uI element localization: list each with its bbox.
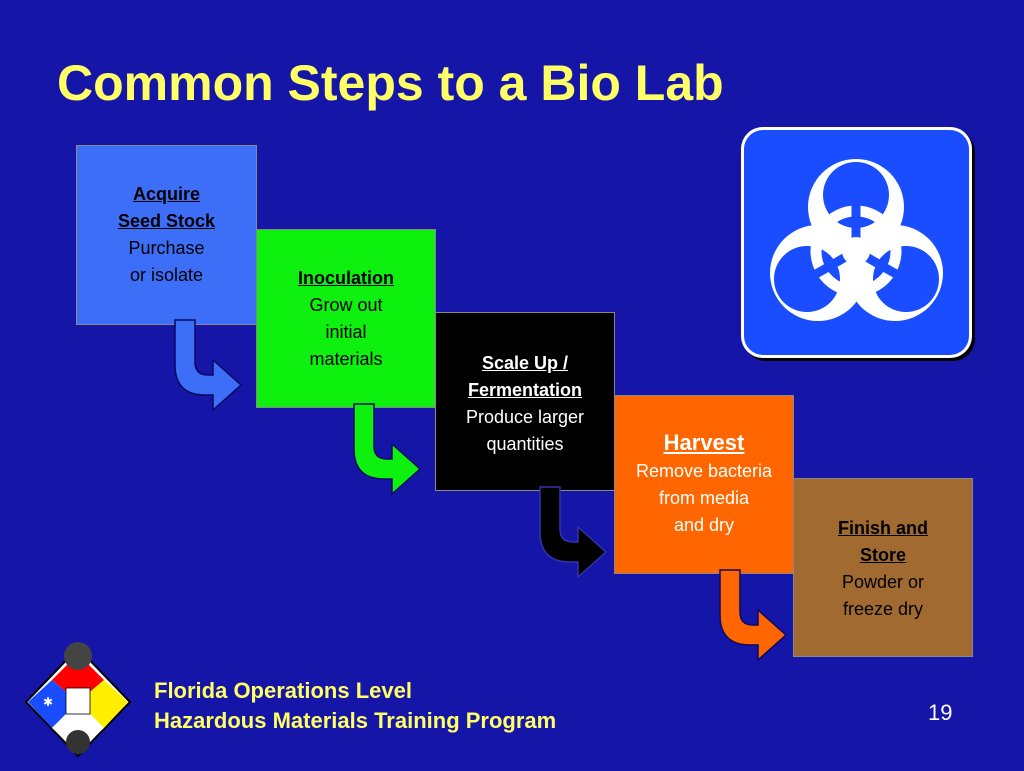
footer-line: Hazardous Materials Training Program xyxy=(154,708,557,733)
step-heading: Scale Up /Fermentation xyxy=(467,353,582,400)
step-heading: Inoculation xyxy=(298,268,394,288)
flow-arrow-icon xyxy=(353,403,422,496)
slide-title: Common Steps to a Bio Lab xyxy=(57,55,724,111)
flow-arrow-icon xyxy=(719,569,788,662)
footer-program-name: Florida Operations Level Hazardous Mater… xyxy=(154,676,556,736)
flow-arrow-icon xyxy=(539,486,608,579)
step-description: Purchase or isolate xyxy=(128,238,205,285)
biohazard-symbol-icon xyxy=(741,127,972,358)
step-description: Grow out initial materials xyxy=(309,295,383,369)
step-description: Powder or freeze dry xyxy=(841,572,925,619)
step-scale-up-fermentation: Scale Up /Fermentation Produce larger qu… xyxy=(435,312,615,491)
program-logo: ✱ xyxy=(18,636,138,766)
svg-text:✱: ✱ xyxy=(43,695,53,709)
step-description: Produce larger quantities xyxy=(465,407,585,454)
step-heading: Harvest xyxy=(663,430,745,455)
step-harvest: Harvest Remove bacteria from media and d… xyxy=(614,395,794,574)
step-inoculation: Inoculation Grow out initial materials xyxy=(256,229,436,408)
flow-arrow-icon xyxy=(174,319,243,412)
page-number: 19 xyxy=(928,700,953,725)
step-description: Remove bacteria from media and dry xyxy=(635,461,773,535)
footer-line: Florida Operations Level xyxy=(154,678,412,703)
